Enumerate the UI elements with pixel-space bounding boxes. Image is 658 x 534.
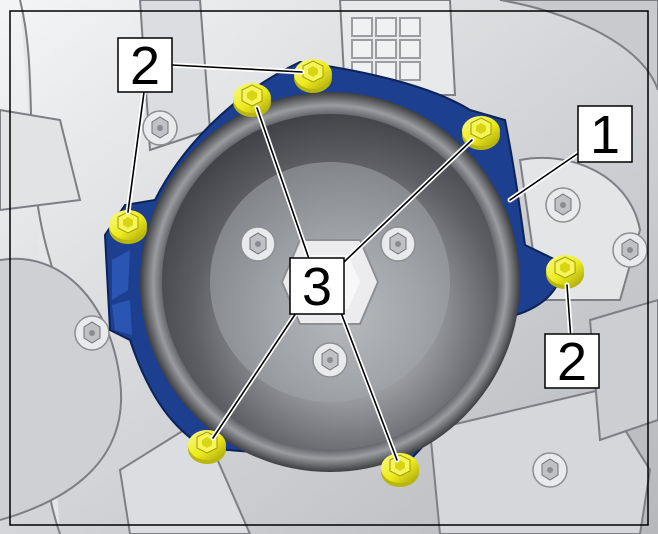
callout-label-2-top-left: 2 (117, 36, 173, 96)
svg-text:1: 1 (590, 105, 620, 165)
callout-label-1: 1 (577, 105, 633, 165)
svg-text:2: 2 (557, 332, 587, 392)
svg-text:3: 3 (302, 257, 332, 317)
engine-grid-casting (351, 17, 421, 81)
svg-text:2: 2 (130, 36, 160, 96)
callout-leaders (125, 62, 586, 463)
callout-label-3: 3 (289, 257, 345, 317)
callout-label-2-right: 2 (544, 332, 600, 392)
cover-flange-detail (112, 250, 132, 335)
diagram-frame (9, 10, 649, 526)
